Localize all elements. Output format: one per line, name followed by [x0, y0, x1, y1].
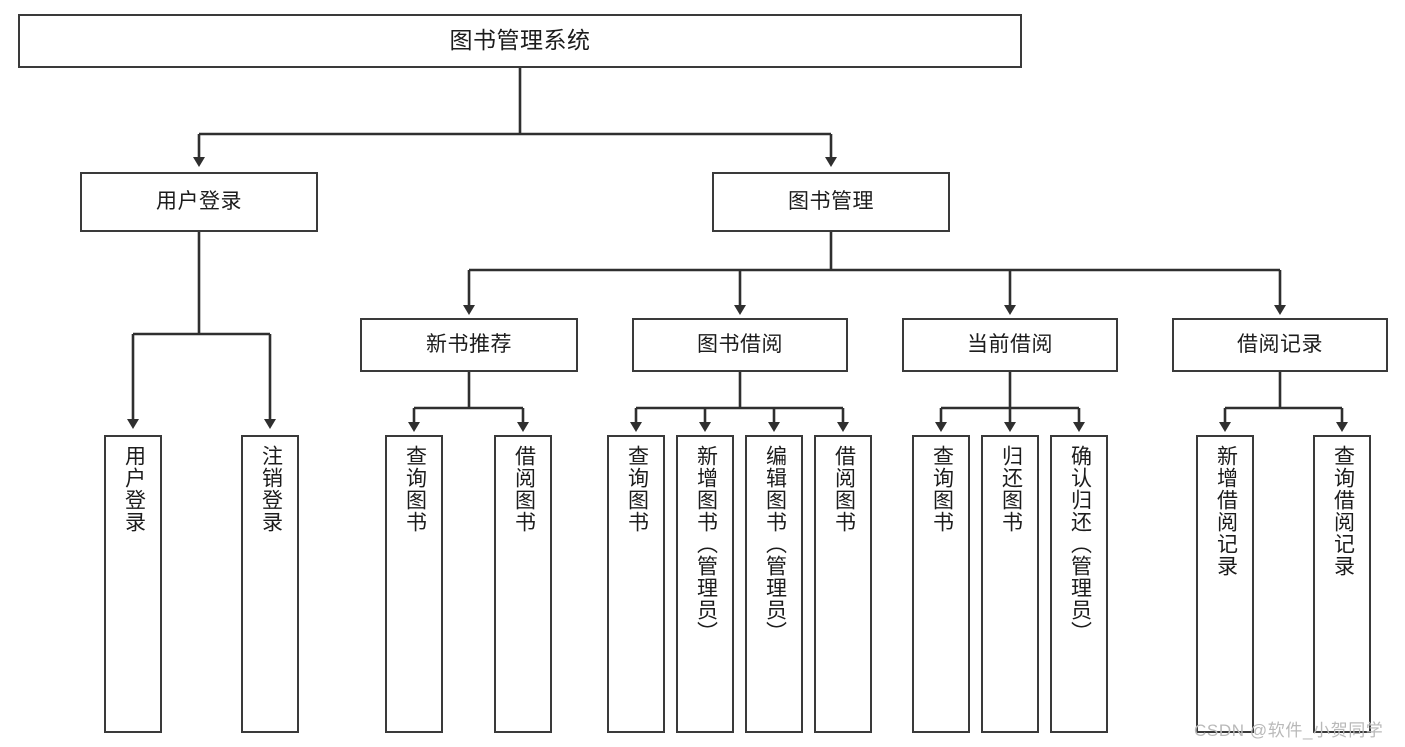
node-label: 归还图书: [999, 445, 1023, 533]
node-label: 用户登录: [122, 445, 146, 533]
node-label: 查询图书: [930, 445, 954, 533]
leaf-add-book-admin[interactable]: 新增图书（管理员）: [676, 435, 734, 733]
csdn-watermark: CSDN @软件_小贺同学: [1194, 721, 1384, 740]
node-book-management[interactable]: 图书管理: [712, 172, 950, 232]
node-new-book-recommend[interactable]: 新书推荐: [360, 318, 578, 372]
node-current-borrow[interactable]: 当前借阅: [902, 318, 1118, 372]
node-label: 借阅图书: [512, 445, 536, 533]
node-root-system[interactable]: 图书管理系统: [18, 14, 1022, 68]
leaf-user-login[interactable]: 用户登录: [104, 435, 162, 733]
node-label: 注销登录: [259, 445, 283, 533]
leaf-confirm-return-admin[interactable]: 确认归还（管理员）: [1050, 435, 1108, 733]
leaf-borrow-book-recommend[interactable]: 借阅图书: [494, 435, 552, 733]
node-label: 用户登录: [156, 190, 242, 214]
node-label: 确认归还（管理员）: [1068, 445, 1092, 643]
leaf-query-book-borrow[interactable]: 查询图书: [607, 435, 665, 733]
leaf-query-book-recommend[interactable]: 查询图书: [385, 435, 443, 733]
leaf-query-borrow-record[interactable]: 查询借阅记录: [1313, 435, 1371, 733]
leaf-return-book[interactable]: 归还图书: [981, 435, 1039, 733]
node-label: 借阅记录: [1237, 333, 1323, 357]
node-label: 新增借阅记录: [1214, 445, 1238, 577]
leaf-edit-book-admin[interactable]: 编辑图书（管理员）: [745, 435, 803, 733]
node-label: 新书推荐: [426, 333, 512, 357]
node-borrow-record[interactable]: 借阅记录: [1172, 318, 1388, 372]
node-label: 编辑图书（管理员）: [763, 445, 787, 643]
node-label: 查询图书: [403, 445, 427, 533]
node-label: 当前借阅: [967, 333, 1053, 357]
node-label: 查询图书: [625, 445, 649, 533]
node-book-borrow[interactable]: 图书借阅: [632, 318, 848, 372]
node-label: 借阅图书: [832, 445, 856, 533]
node-user-login[interactable]: 用户登录: [80, 172, 318, 232]
node-label: 图书借阅: [697, 333, 783, 357]
leaf-borrow-book[interactable]: 借阅图书: [814, 435, 872, 733]
node-label: 查询借阅记录: [1331, 445, 1355, 577]
node-label: 图书管理系统: [449, 27, 591, 54]
node-label: 新增图书（管理员）: [694, 445, 718, 643]
leaf-add-borrow-record[interactable]: 新增借阅记录: [1196, 435, 1254, 733]
node-label: 图书管理: [788, 190, 874, 214]
leaf-query-book-current[interactable]: 查询图书: [912, 435, 970, 733]
leaf-logout-login[interactable]: 注销登录: [241, 435, 299, 733]
